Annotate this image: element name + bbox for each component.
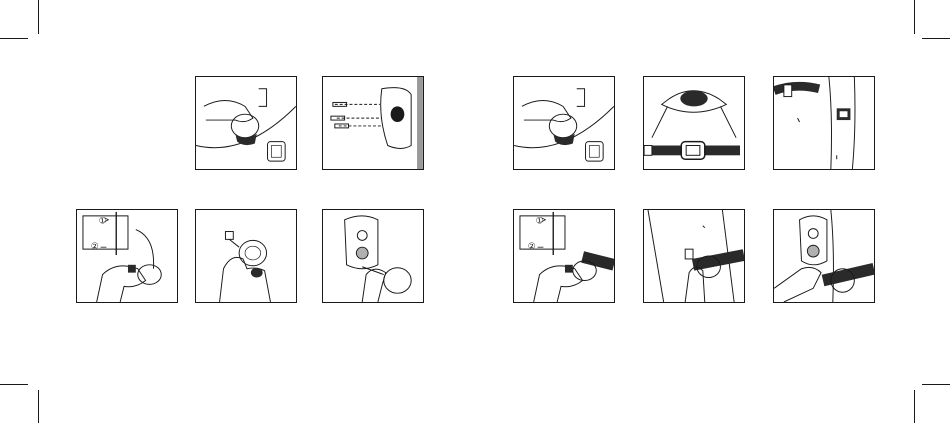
hand-tightening-mount-icon <box>196 77 296 169</box>
crop-mark <box>0 38 28 39</box>
panel-left-4 <box>195 209 297 303</box>
hand-steps-mount-icon: ① ② <box>77 210 177 302</box>
crop-mark <box>0 384 28 385</box>
hand-tightening-mount-icon <box>514 77 614 169</box>
panel-right-1 <box>513 76 615 170</box>
crop-mark <box>922 384 950 385</box>
step-marker-2: ② <box>91 242 99 252</box>
panel-right-6 <box>773 209 875 303</box>
strap-on-leg-icon <box>774 77 874 169</box>
crop-mark <box>914 0 915 34</box>
panel-right-5 <box>643 209 745 303</box>
crop-mark <box>38 0 39 34</box>
device-attached-mount-icon <box>323 210 423 302</box>
device-on-strap-icon <box>644 77 744 169</box>
panel-left-1 <box>195 76 297 170</box>
hand-holding-mount-icon <box>196 210 296 302</box>
panel-left-5 <box>322 209 424 303</box>
panel-left-3: ① ② <box>76 209 178 303</box>
mount-on-leg-strap-icon <box>644 210 744 302</box>
step-marker-2: ② <box>528 242 536 252</box>
crop-mark <box>914 390 915 423</box>
panel-right-4: ① ② <box>513 209 615 303</box>
device-on-leg-strap-icon <box>774 210 874 302</box>
hand-steps-strap-icon: ① ② <box>514 210 614 302</box>
crop-mark <box>38 390 39 423</box>
crop-mark <box>922 38 950 39</box>
panel-left-2 <box>322 76 424 170</box>
screws-into-device-icon <box>323 77 423 169</box>
panel-right-2 <box>643 76 745 170</box>
panel-right-3 <box>773 76 875 170</box>
